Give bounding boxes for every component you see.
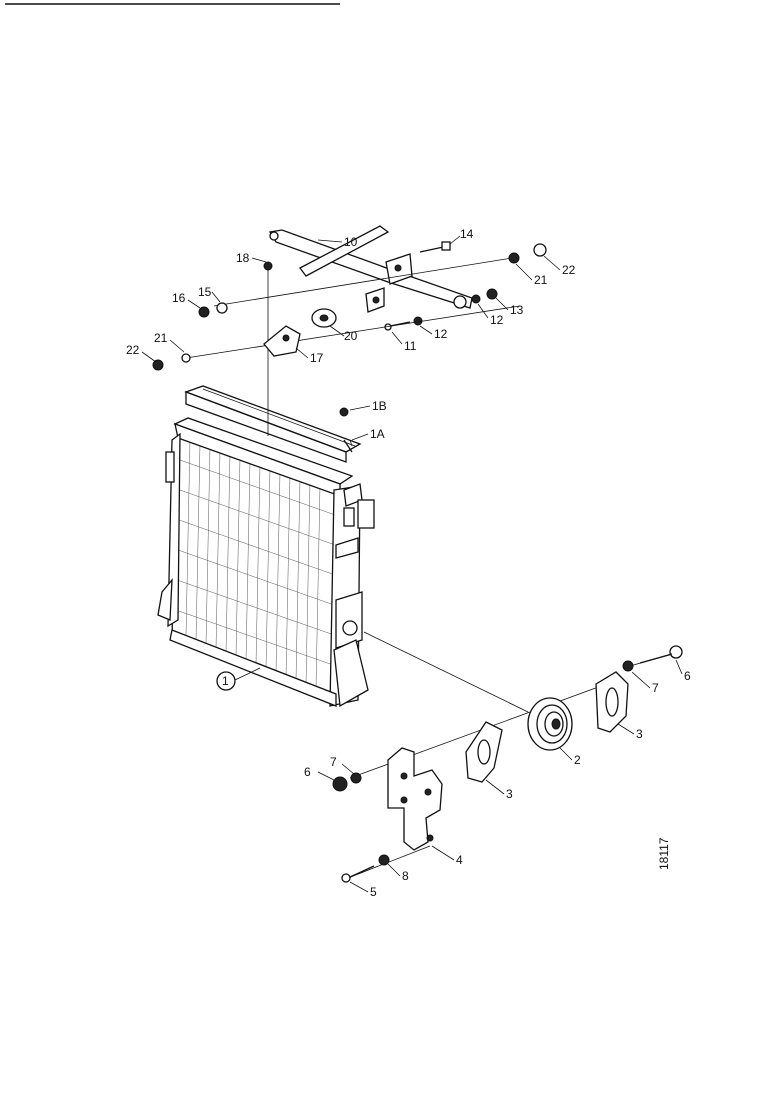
- label-22-right: 22: [562, 263, 576, 277]
- label-4: 4: [456, 853, 463, 867]
- label-17: 17: [310, 351, 324, 365]
- label-21-left: 21: [154, 331, 168, 345]
- label-3-left: 3: [506, 787, 513, 801]
- radiator-core-hatch: [175, 439, 339, 689]
- label-7-left: 7: [330, 755, 337, 769]
- label-8: 8: [402, 869, 409, 883]
- label-12-upper: 12: [490, 313, 504, 327]
- figure-number: 18117: [657, 837, 671, 870]
- upper-strut-assembly: [268, 225, 498, 331]
- label-2: 2: [574, 753, 581, 767]
- label-15: 15: [198, 285, 212, 299]
- label-6-left: 6: [304, 765, 311, 779]
- label-12-lower: 12: [434, 327, 448, 341]
- label-22-left: 22: [126, 343, 140, 357]
- label-1B: 1B: [372, 399, 387, 413]
- label-16: 16: [172, 291, 186, 305]
- rubber-bushing-2: [527, 697, 573, 751]
- label-18: 18: [236, 251, 250, 265]
- label-5: 5: [370, 885, 377, 899]
- lower-bracket-4: [387, 747, 443, 851]
- radiator-assembly: [157, 385, 375, 708]
- label-7-right: 7: [652, 681, 659, 695]
- label-20: 20: [344, 329, 358, 343]
- label-10: 10: [344, 235, 358, 249]
- label-11: 11: [404, 339, 417, 353]
- label-13: 13: [510, 303, 524, 317]
- label-14: 14: [460, 227, 474, 241]
- label-3-right: 3: [636, 727, 643, 741]
- label-6-right: 6: [684, 669, 691, 683]
- label-1A: 1A: [370, 427, 385, 441]
- label-21-right: 21: [534, 273, 548, 287]
- label-1: 1: [222, 674, 229, 688]
- callout-circle-1: [216, 671, 236, 691]
